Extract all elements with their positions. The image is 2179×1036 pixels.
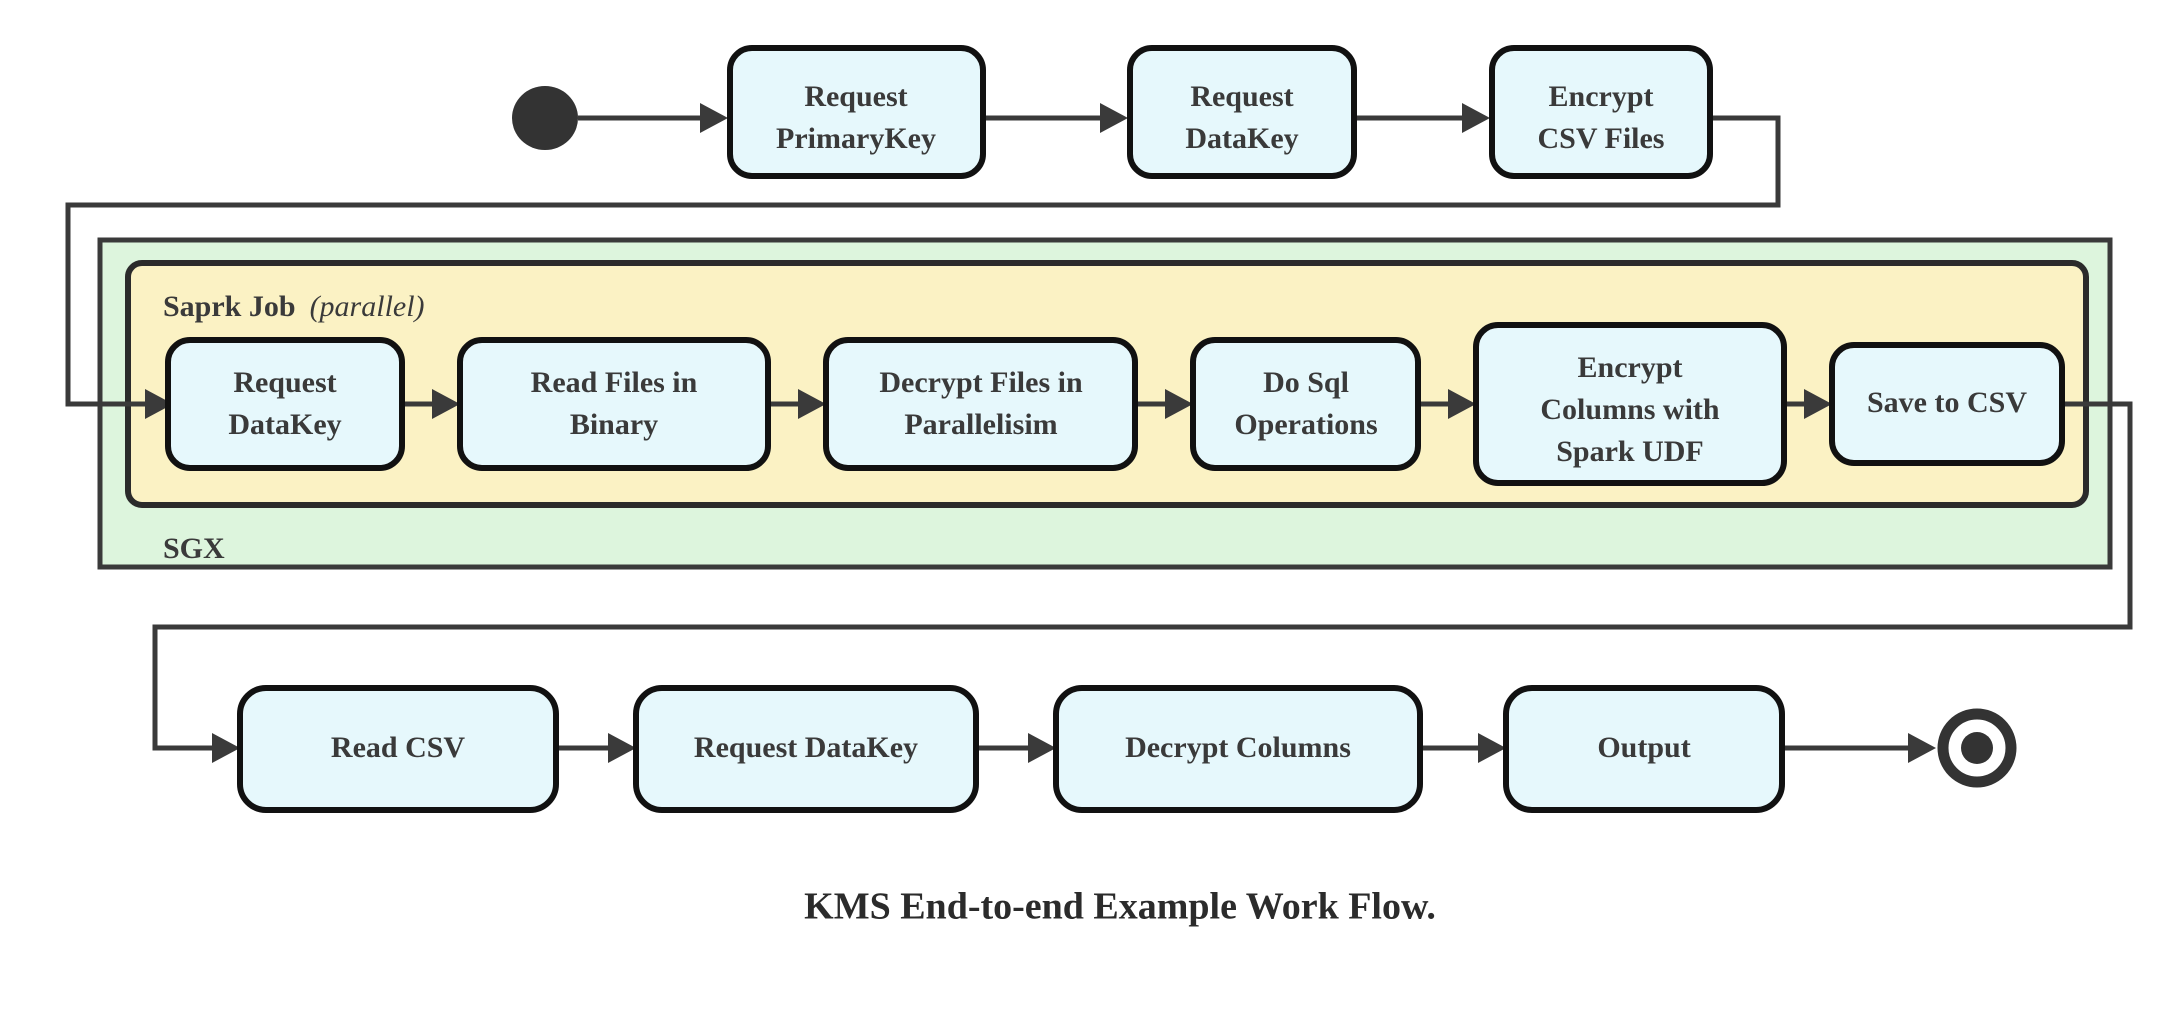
node-decrypt-columns[interactable]: Decrypt Columns [1053,685,1423,813]
node-request-primarykey-line-2: PrimaryKey [776,122,936,155]
arrowhead-encrypt-columns-to-save-csv [1804,389,1832,419]
arrowhead-datakey-to-encrypt-csv [1462,103,1490,133]
node-request-datakey-bottom-line-1: Request DataKey [694,731,918,764]
edge-encrypt-csv-to-spark-datakey [65,115,1781,407]
node-read-csv-line-1: Read CSV [331,731,466,764]
node-do-sql-operations-box[interactable] [1190,337,1421,471]
node-encrypt-columns-with-spark-udf-line-2: Columns with [1540,393,1720,426]
arrowhead-request-datakey-bottom-to-decrypt-columns [1028,733,1056,763]
node-read-files-in-binary[interactable]: Read Files in Binary [457,337,771,471]
arrowhead-read-csv-to-request-datakey-bottom [608,733,636,763]
arrowhead-decrypt-files-to-do-sql [1165,389,1193,419]
node-encrypt-columns-with-spark-udf-line-3: Spark UDF [1556,435,1704,468]
arrowhead-output-to-end [1908,733,1936,763]
arrowhead-do-sql-to-encrypt-columns [1448,389,1476,419]
node-encrypt-columns-with-spark-udf[interactable]: Encrypt Columns with Spark UDF [1473,322,1787,486]
end-node [1937,708,2017,788]
node-encrypt-columns-with-spark-udf-box[interactable] [1473,322,1787,486]
node-request-datakey-top[interactable]: Request DataKey [1127,45,1357,179]
node-decrypt-files-in-parallelisim-box[interactable] [823,337,1138,471]
node-request-datakey-spark-line-1: Request [233,366,336,399]
node-decrypt-columns-line-1: Decrypt Columns [1125,731,1351,764]
group-spark-job-label: Saprk Job(parallel) [163,290,425,323]
node-read-csv-box[interactable] [237,685,559,813]
node-output-line-1: Output [1597,731,1690,764]
node-read-csv[interactable]: Read CSV [237,685,559,813]
node-decrypt-files-in-parallelisim-line-2: Parallelisim [904,408,1057,441]
arrowhead-encrypt-csv-to-spark-datakey [145,389,173,419]
node-output-box[interactable] [1503,685,1785,813]
node-decrypt-files-in-parallelisim-line-1: Decrypt Files in [879,366,1083,399]
node-encrypt-csv-files[interactable]: Encrypt CSV Files [1489,45,1713,179]
node-encrypt-csv-files-line-2: CSV Files [1538,122,1665,155]
node-decrypt-files-in-parallelisim[interactable]: Decrypt Files in Parallelisim [823,337,1138,471]
arrowhead-spark-datakey-to-read-files [432,389,460,419]
arrowhead-read-files-to-decrypt-files [798,389,826,419]
node-request-datakey-top-box[interactable] [1127,45,1357,179]
node-encrypt-columns-with-spark-udf-line-1: Encrypt [1578,351,1683,384]
node-decrypt-columns-box[interactable] [1053,685,1423,813]
node-request-datakey-spark-box[interactable] [165,337,405,471]
node-encrypt-csv-files-line-1: Encrypt [1549,80,1654,113]
node-output[interactable]: Output [1503,685,1785,813]
node-request-datakey-spark-line-2: DataKey [228,408,341,441]
node-do-sql-operations-line-2: Operations [1234,408,1377,441]
diagram-caption: KMS End-to-end Example Work Flow. [804,886,1436,928]
node-request-primarykey-line-1: Request [804,80,907,113]
node-encrypt-csv-files-box[interactable] [1489,45,1713,179]
start-node [512,86,578,150]
node-save-to-csv-box[interactable] [1829,342,2065,466]
node-request-datakey-bottom[interactable]: Request DataKey [633,685,979,813]
node-read-files-in-binary-line-2: Binary [570,408,658,441]
arrowhead-primarykey-to-datakey [1100,103,1128,133]
node-read-files-in-binary-line-1: Read Files in [531,366,698,399]
node-request-datakey-top-line-2: DataKey [1185,122,1298,155]
arrowhead-start-to-request-primarykey [700,103,728,133]
arrowhead-decrypt-columns-to-output [1478,733,1506,763]
node-do-sql-operations-line-1: Do Sql [1263,366,1349,399]
group-sgx-label: SGX [163,532,225,565]
node-request-datakey-top-line-1: Request [1190,80,1293,113]
node-request-primarykey-box[interactable] [727,45,986,179]
node-read-files-in-binary-box[interactable] [457,337,771,471]
node-request-datakey-spark[interactable]: Request DataKey [165,337,405,471]
node-request-datakey-bottom-box[interactable] [633,685,979,813]
arrowhead-save-csv-to-read-csv [212,733,240,763]
node-save-to-csv-line-1: Save to CSV [1867,386,2027,419]
node-save-to-csv[interactable]: Save to CSV [1829,342,2065,466]
node-do-sql-operations[interactable]: Do Sql Operations [1190,337,1421,471]
edge-save-csv-to-read-csv [152,401,2133,751]
node-request-primarykey[interactable]: Request PrimaryKey [727,45,986,179]
